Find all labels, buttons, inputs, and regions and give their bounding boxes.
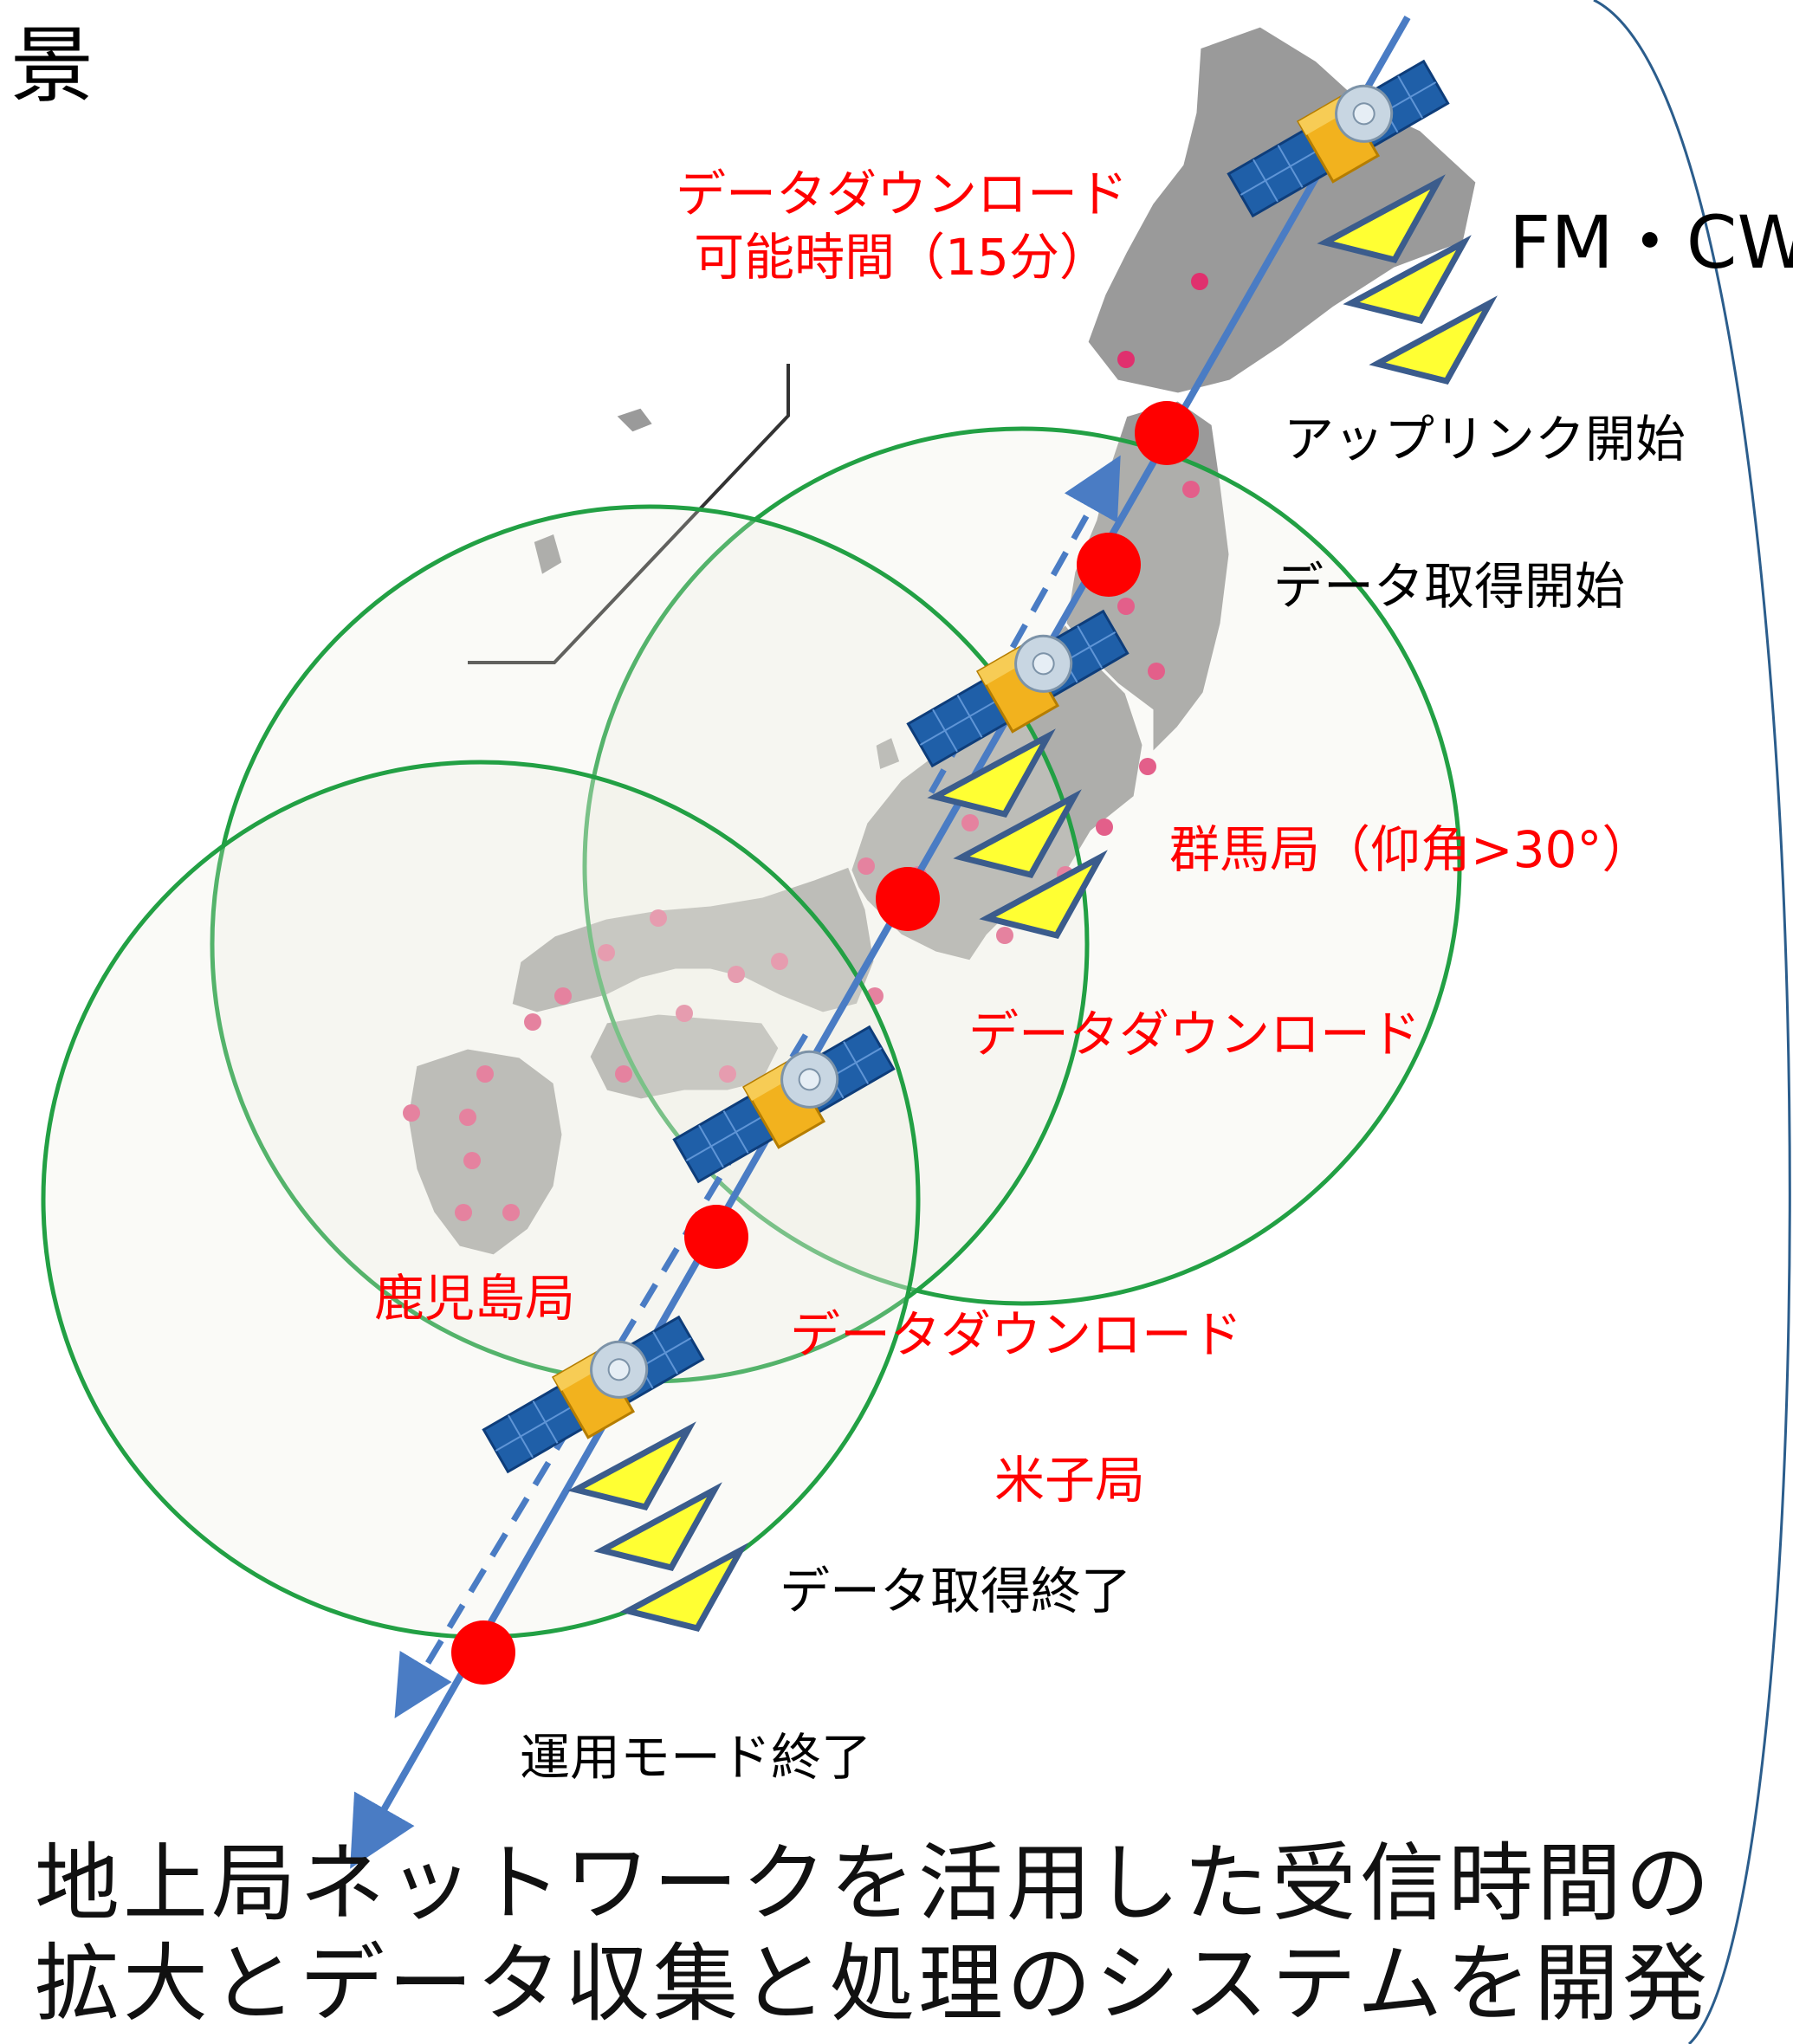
coverage-kagoshima	[41, 760, 921, 1640]
download-window-label: データダウンロード 可能時間（15分）	[676, 163, 1128, 288]
marker-operation-end	[451, 1620, 515, 1685]
footer-caption: 地上局ネットワークを活用した受信時間の 拡大とデータ収集と処理のシステムを開発	[35, 1834, 1713, 2034]
gunma-station-label: 群馬局（仰角>30°）	[1169, 820, 1653, 879]
yonago-station-label: 米子局	[994, 1451, 1146, 1510]
uplink-start-label: アップリンク開始	[1284, 410, 1686, 469]
download-kagoshima-label: データダウンロード	[790, 1305, 1243, 1364]
border-line	[468, 364, 790, 664]
marker-download-kagoshima	[684, 1205, 748, 1269]
acquisition-start-label: データ取得開始	[1273, 557, 1626, 616]
download-gunma-label: データダウンロード	[968, 1005, 1421, 1064]
marker-uplink-start	[1135, 401, 1199, 465]
mode-label: FM・CW	[1509, 200, 1793, 285]
background-arc	[1593, 0, 1791, 2044]
footer-line1: 地上局ネットワークを活用した受信時間の	[35, 1834, 1714, 1933]
operation-end-label: 運用モード終了	[520, 1728, 872, 1787]
download-window-line2: 可能時間（15分）	[694, 227, 1110, 287]
acquisition-end-label: データ取得終了	[780, 1562, 1132, 1620]
footer-line2: 拡大とデータ収集と処理のシステムを開発	[35, 1934, 1712, 2034]
marker-acquisition-start	[1077, 533, 1141, 597]
marker-download-gunma	[876, 867, 940, 931]
download-window-line1: データダウンロード	[676, 165, 1129, 223]
kagoshima-station-label: 鹿児島局	[374, 1269, 576, 1328]
event-markers	[451, 401, 1199, 1685]
title-char: 景	[10, 17, 94, 114]
orbit-track	[350, 16, 1411, 1869]
